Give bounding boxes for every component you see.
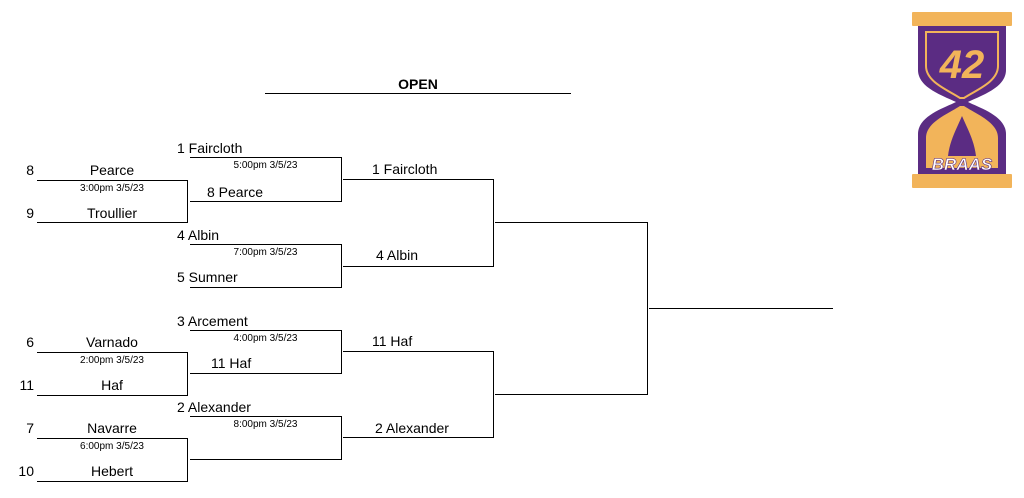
r2-m1-connector [341, 157, 342, 202]
sf-bottom-connector [493, 351, 494, 438]
r2-m3-time: 4:00pm 3/5/23 [233, 333, 298, 344]
sf-line-1 [343, 179, 494, 180]
r1-m1-bottom-seed: 9 [26, 205, 34, 221]
r2-m2-bottom-entry: 5 Sumner [177, 269, 238, 285]
r2-m4-top-line [190, 416, 341, 417]
r1-m1-bottom-name: Troullier [86, 205, 138, 221]
sf-line-3 [343, 351, 494, 352]
r2-m3-bottom-line [190, 373, 341, 374]
r1-m3-top-seed: 7 [26, 420, 34, 436]
sf-entry-3: 11 Haf [372, 333, 413, 349]
r1-m2-top-seed: 6 [26, 334, 34, 350]
r2-m1-bottom-line [190, 201, 341, 202]
r1-m2-bottom-name: Haf [101, 377, 123, 393]
r1-m1-bottom-line [37, 222, 187, 223]
r1-m3-top-line [37, 438, 187, 439]
final-connector [647, 222, 648, 395]
sf-line-2 [343, 266, 494, 267]
r1-m2-connector [187, 352, 188, 396]
sf-entry-1: 1 Faircloth [372, 161, 438, 177]
r1-m3-connector [187, 438, 188, 482]
r1-m2-top-line [37, 352, 187, 353]
r2-m4-time: 8:00pm 3/5/23 [233, 419, 298, 430]
r1-m2-top-name: Varnado [86, 334, 138, 350]
r2-m4-bottom-line [190, 459, 341, 460]
r2-m3-bottom-entry: 11 Haf [211, 355, 252, 371]
r1-m1-time: 3:00pm 3/5/23 [80, 183, 144, 194]
r2-m1-top-line [190, 157, 341, 158]
r1-m1-top-seed: 8 [26, 162, 34, 178]
r2-m2-top-line [190, 244, 341, 245]
r2-m2-connector [341, 244, 342, 288]
logo-number: 42 [939, 43, 985, 87]
r1-m1-connector [187, 180, 188, 223]
title-underline [265, 93, 571, 94]
r1-m3-bottom-name: Hebert [90, 463, 134, 479]
r2-m2-top-entry: 4 Albin [177, 227, 220, 243]
r1-m1-top-line [37, 180, 187, 181]
final-bottom-line [495, 394, 647, 395]
r2-m3-top-line [190, 330, 341, 331]
r1-m1-top-name: Pearce [89, 162, 135, 178]
r2-m2-time: 7:00pm 3/5/23 [233, 247, 298, 258]
r2-m1-top-entry: 1 Faircloth [177, 140, 243, 156]
bracket-title: OPEN [398, 76, 438, 92]
sf-entry-2: 4 Albin [376, 247, 419, 263]
r1-m3-bottom-line [37, 481, 187, 482]
champion-line [649, 308, 833, 309]
r1-m2-time: 2:00pm 3/5/23 [80, 355, 144, 366]
sf-top-connector [493, 179, 494, 267]
r2-m1-bottom-entry: 8 Pearce [207, 184, 264, 200]
sf-entry-4: 2 Alexander [375, 420, 449, 436]
braas-42-logo: 42 BRAAS [912, 12, 1012, 188]
r1-m3-bottom-seed: 10 [18, 463, 34, 479]
r2-m3-top-entry: 3 Arcement [177, 313, 248, 329]
r2-m1-time: 5:00pm 3/5/23 [233, 160, 298, 171]
logo-text: BRAAS [932, 155, 993, 174]
r2-m3-connector [341, 330, 342, 374]
final-top-line [495, 222, 647, 223]
r2-m4-connector [341, 416, 342, 460]
r1-m2-bottom-seed: 11 [19, 377, 34, 393]
r2-m2-bottom-line [190, 287, 341, 288]
r1-m3-time: 6:00pm 3/5/23 [80, 441, 144, 452]
r2-m4-top-entry: 2 Alexander [177, 399, 251, 415]
sf-line-4 [343, 437, 494, 438]
r1-m2-bottom-line [37, 395, 187, 396]
r1-m3-top-name: Navarre [87, 420, 137, 436]
